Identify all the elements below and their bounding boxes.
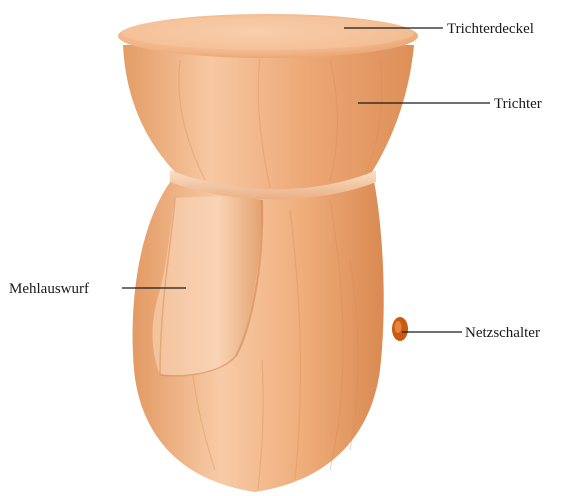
label-hopper: Trichter: [494, 96, 542, 112]
hopper: [123, 45, 414, 189]
callout-power-switch: Netzschalter: [402, 325, 540, 341]
label-power-switch: Netzschalter: [465, 325, 540, 341]
label-flour-outlet: Mehlauswurf: [9, 281, 89, 297]
label-lid: Trichterdeckel: [447, 21, 534, 37]
power-switch-knob: [392, 317, 408, 341]
hopper-lid: [118, 14, 418, 58]
